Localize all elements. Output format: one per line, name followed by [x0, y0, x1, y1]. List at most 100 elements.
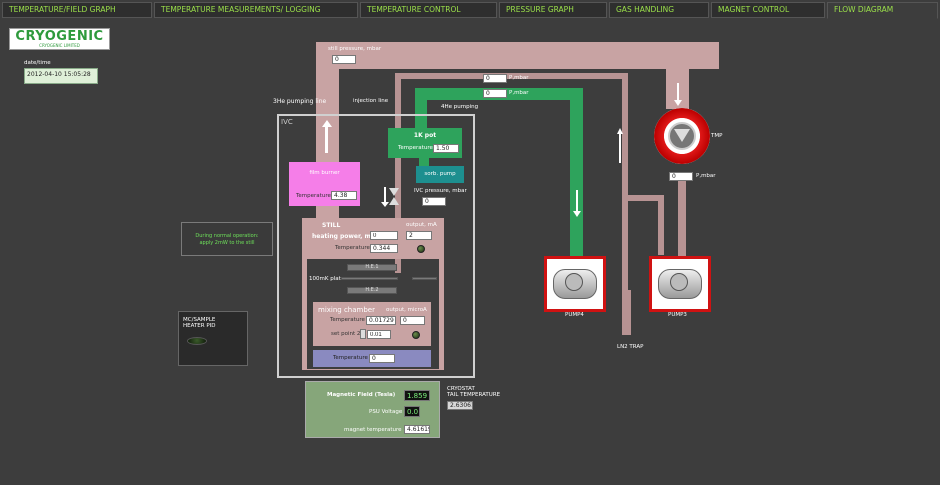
tmp-inlet-pipe — [666, 42, 689, 109]
pump3-feed-down — [658, 195, 664, 255]
onek-temp-label: Temperature — [398, 145, 433, 151]
he2-bar: H.E.2 — [347, 287, 397, 294]
logo-sub: CRYOGENIC LIMITED — [39, 43, 80, 48]
tmp-down-arrow-head-icon — [674, 100, 682, 106]
tab-flow-diagram[interactable]: FLOW DIAGRAM — [827, 2, 938, 19]
sorb-pump: sorb. pump — [416, 166, 464, 183]
pump4[interactable] — [544, 256, 606, 312]
lower-right-pipe — [439, 258, 443, 370]
ln2-trap — [626, 290, 631, 335]
injection-line-label: injection line — [353, 98, 389, 104]
mixing-temp-label: Temperature — [330, 317, 365, 323]
p2-value: 0 — [483, 89, 507, 98]
film-temp-value: 4.38 — [331, 191, 357, 200]
mixing-led-icon — [412, 331, 420, 339]
valve-bottom-icon — [389, 197, 399, 205]
he3-pumping-label: 3He pumping line — [273, 98, 327, 105]
tmp-pressure-label: P,mbar — [696, 173, 716, 179]
mixing-temp-value: 0.01729 — [366, 316, 396, 325]
ln2-up-arrow-head-icon — [617, 128, 623, 134]
still-pressure-value: 0 — [332, 55, 356, 64]
film-burner-title: film burner — [309, 170, 340, 176]
heater-pid-label: MC/SAMPLE HEATER PID — [183, 317, 216, 329]
he1-bar: H.E.1 — [347, 264, 397, 271]
injection-down-pipe — [395, 73, 401, 273]
ln2-vertical-pipe — [622, 73, 628, 335]
tab-magnet-control[interactable]: MAGNET CONTROL — [711, 2, 825, 18]
still-title: STILL — [322, 222, 341, 229]
tmp-label: TMP — [711, 133, 723, 139]
heater-pid-panel: MC/SAMPLE HEATER PID — [178, 311, 248, 366]
note-text: During normal operation: apply 2mW to th… — [195, 233, 259, 246]
he4-left-pipe — [415, 88, 427, 128]
ln2-trap-label: LN2 TRAP — [617, 344, 644, 350]
pump3-fan-icon — [670, 273, 688, 291]
tmp-outlet-pipe — [678, 176, 686, 256]
magnet-temp-label: magnet temperature — [344, 427, 402, 433]
still-temp-value: 0.344 — [370, 244, 398, 253]
down-arrow-icon — [384, 187, 386, 203]
setpoint-input[interactable] — [367, 330, 391, 339]
onek-pot: 1K pot Temperature 1.50 — [388, 128, 462, 158]
still-pressure-label: still pressure, mbar — [328, 46, 382, 52]
datetime-label: date/time — [24, 60, 51, 66]
film-temp-label: Temperature — [296, 193, 331, 199]
sample-temp-value: 0 — [369, 354, 395, 363]
ln2-up-arrow-icon — [619, 133, 621, 163]
p1-value: 0 — [483, 74, 507, 83]
film-burner: film burner Temperature 4.38 — [289, 162, 360, 206]
magnet-temp-value: 4.61619 — [404, 425, 430, 434]
magnet-field-label: Magnetic Field (Tesla) — [327, 392, 396, 398]
cryogenic-logo: CRYOGENIC CRYOGENIC LIMITED — [9, 28, 110, 50]
tmp-pressure-value: 0 — [669, 172, 693, 181]
down-arrow-head-icon — [381, 202, 389, 207]
tab-pressure-graph[interactable]: PRESSURE GRAPH — [499, 2, 607, 18]
still-output-label: output, mA — [406, 222, 437, 228]
still-temp-label: Temperature — [335, 245, 370, 251]
tab-temperature-measurements[interactable]: TEMPERATURE MEASUREMENTS/ LOGGING — [154, 2, 358, 18]
injection-top-pipe — [395, 73, 628, 79]
tab-temperature-field-graph[interactable]: TEMPERATURE/FIELD GRAPH — [2, 2, 152, 18]
sample-temp-label: Temperature — [333, 355, 368, 361]
lower-chamber — [302, 258, 444, 370]
pump4-label: PUMP4 — [565, 312, 584, 318]
lower-left-pipe — [303, 258, 307, 370]
he4-down-arrow-icon — [576, 190, 578, 212]
ivc-pressure-label: IVC pressure, mbar — [414, 188, 467, 194]
tab-gas-handling[interactable]: GAS HANDLING — [609, 2, 709, 18]
plate-bar — [341, 277, 398, 280]
still-heating-input[interactable] — [370, 231, 398, 240]
tmp-down-arrow-icon — [677, 83, 679, 101]
ivc-pressure-value: 0 — [422, 197, 446, 206]
film-stem — [320, 206, 335, 218]
setpoint-label: set point 2 — [331, 331, 361, 337]
tmp-triangle-icon — [674, 129, 690, 142]
p2-label: P,mbar — [509, 90, 529, 96]
onek-temp-value: 1.50 — [433, 144, 459, 153]
mixing-output-value: 0 — [400, 316, 425, 325]
p1-label: P,mbar — [509, 75, 529, 81]
psu-value: 0.0 — [404, 406, 420, 417]
sample-stage: Temperature 0 — [313, 350, 431, 367]
ivc-label: IVC — [281, 118, 293, 126]
mixing-output-label: output, microA — [386, 307, 427, 313]
he4-pumping-label: 4He pumping — [441, 104, 479, 110]
datetime-display: 2012-04-10 15:05:28 — [24, 68, 98, 84]
tmp-pump[interactable] — [654, 108, 710, 164]
ivc-box — [277, 114, 475, 378]
setpoint-stepper[interactable] — [360, 329, 366, 339]
valve-top-icon — [389, 188, 399, 196]
tab-temperature-control[interactable]: TEMPERATURE CONTROL — [360, 2, 497, 18]
plate-label: 100mK plate — [309, 276, 345, 282]
up-arrow-head-icon — [322, 120, 332, 127]
pump3[interactable] — [649, 256, 711, 312]
he4-down-pipe — [570, 88, 583, 256]
top-pipe — [316, 42, 719, 69]
he4-down-arrow-head-icon — [573, 211, 581, 217]
mixing-title: mixing chamber — [318, 306, 375, 314]
heater-pid-toggle[interactable] — [187, 337, 207, 345]
logo-name: CRYOGENIC — [15, 29, 104, 44]
still: STILL heating power, mW output, mA 2 Tem… — [302, 218, 444, 258]
plate-bar-right — [412, 277, 437, 280]
mixing-chamber: mixing chamber output, microA Temperatur… — [313, 302, 431, 346]
